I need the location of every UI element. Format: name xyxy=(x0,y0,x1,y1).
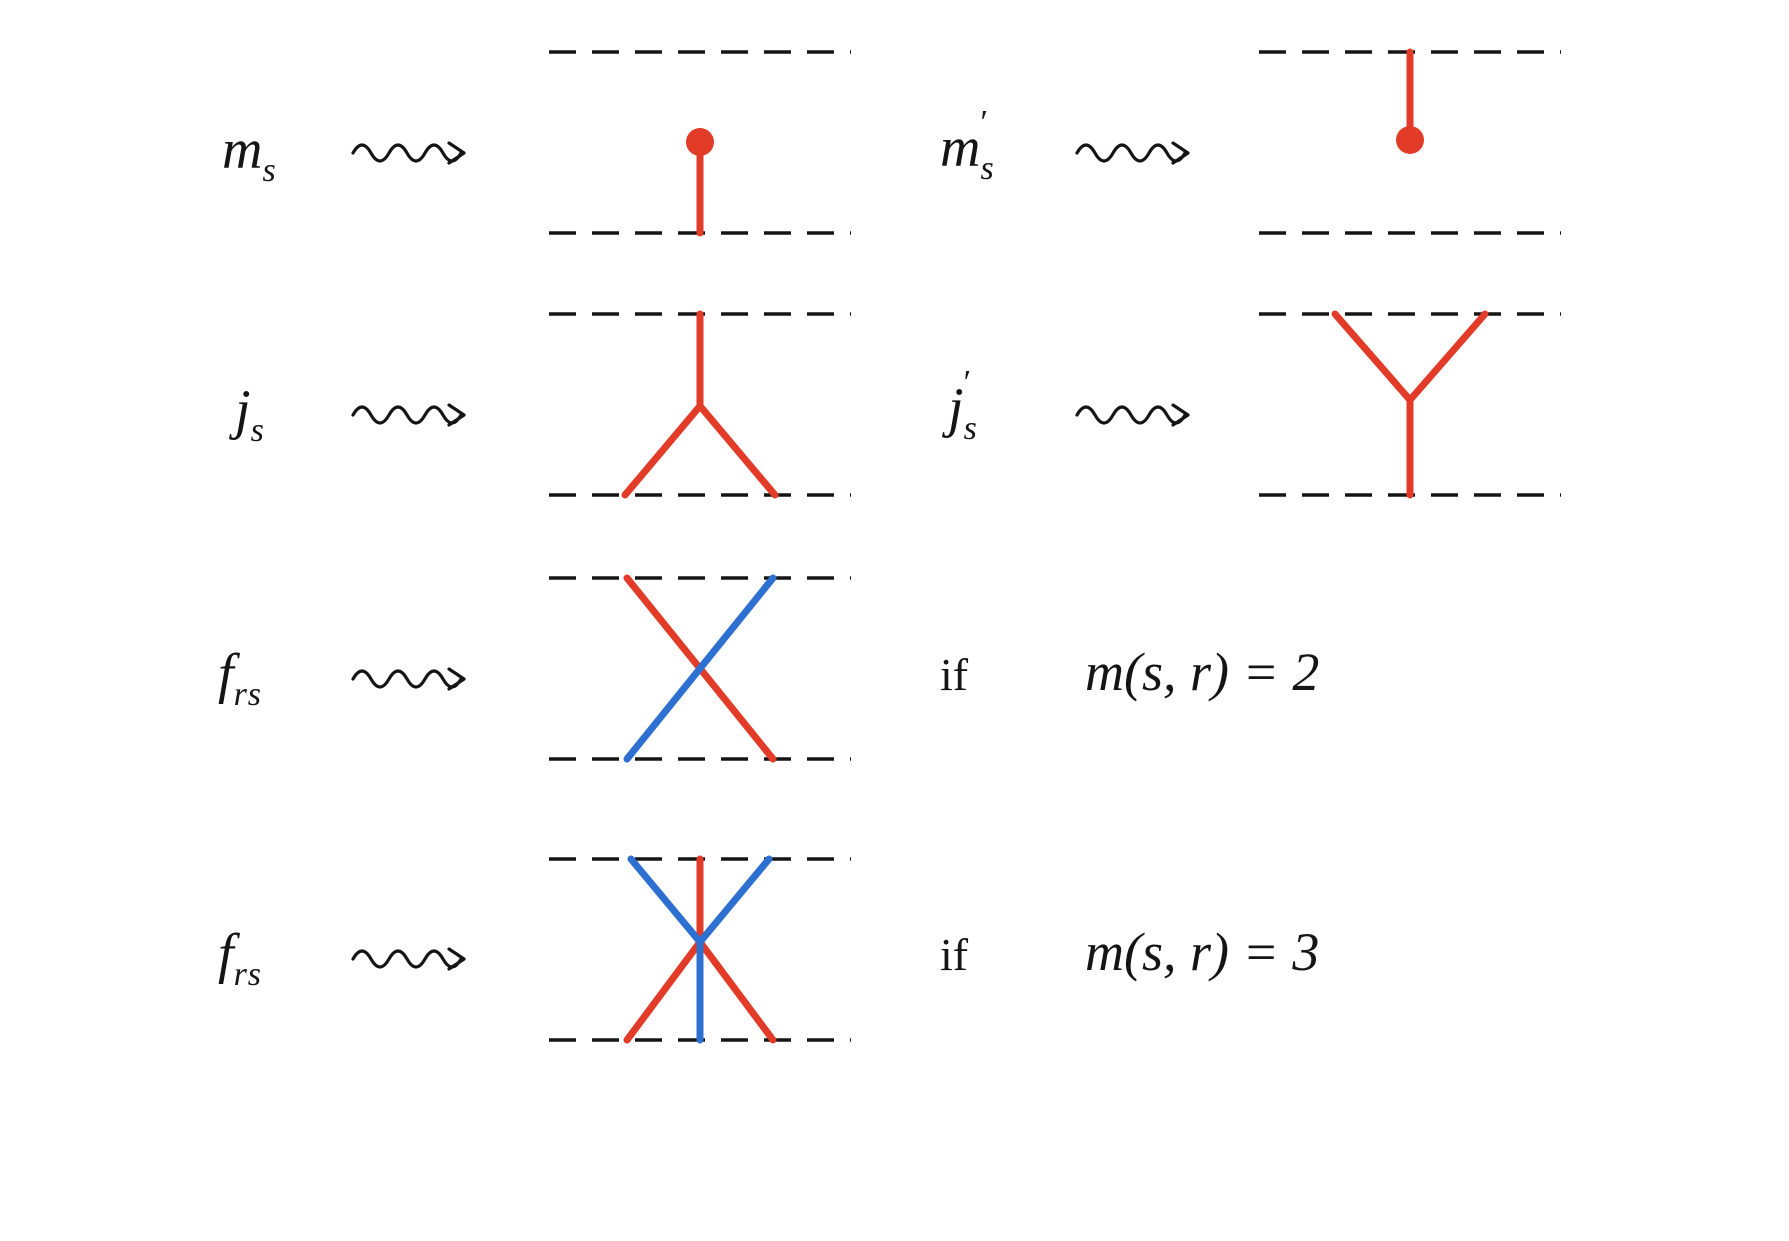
condition-expression-m2: m(s, r) = 2 xyxy=(1085,642,1320,702)
diagram-trivalent-split-down xyxy=(549,310,851,499)
label-base: m xyxy=(222,119,263,181)
red-dot xyxy=(1396,126,1424,154)
condition-expression-m3: m(s, r) = 3 xyxy=(1085,922,1320,982)
label-subscript: rs xyxy=(233,956,263,993)
label-m-prime-s: m′ s xyxy=(940,106,994,186)
red-dot xyxy=(686,128,714,156)
label-prime: ′ xyxy=(963,364,971,401)
squiggle-arrow-icon xyxy=(351,403,466,427)
squiggle-arrow-icon xyxy=(1075,403,1190,427)
label-subscript: s xyxy=(963,410,978,447)
red-trivalent-vertex xyxy=(1331,310,1489,499)
blue-strands xyxy=(627,855,773,1044)
diagram-crossing xyxy=(549,574,851,763)
label-subscript: s xyxy=(250,412,265,449)
label-subscript: rs xyxy=(233,676,263,713)
squiggle-arrow-icon xyxy=(1075,141,1190,165)
condition-if-m2: if xyxy=(940,649,969,700)
condition-if-m3: if xyxy=(940,929,969,980)
label-prime: ′ xyxy=(980,104,988,141)
label-base: f xyxy=(218,923,234,985)
label-subscript: s xyxy=(980,150,995,187)
squiggle-arrow-icon xyxy=(351,667,466,691)
diagram-six-valent-vertex xyxy=(549,855,851,1044)
label-base: m xyxy=(940,117,981,179)
label-base: f xyxy=(218,643,234,705)
squiggle-arrow-icon xyxy=(351,141,466,165)
diagram-dot-from-bottom xyxy=(549,50,851,237)
label-j-prime-s: j′ s xyxy=(948,366,977,446)
label-subscript: s xyxy=(262,152,277,189)
blue-strand xyxy=(623,574,777,763)
label-base: j xyxy=(948,377,964,439)
squiggle-arrow-icon xyxy=(351,947,466,971)
label-base: j xyxy=(235,379,251,441)
red-trivalent-vertex xyxy=(621,310,779,499)
diagram-dot-from-top xyxy=(1259,48,1561,235)
diagram-trivalent-merge-down xyxy=(1259,310,1561,499)
